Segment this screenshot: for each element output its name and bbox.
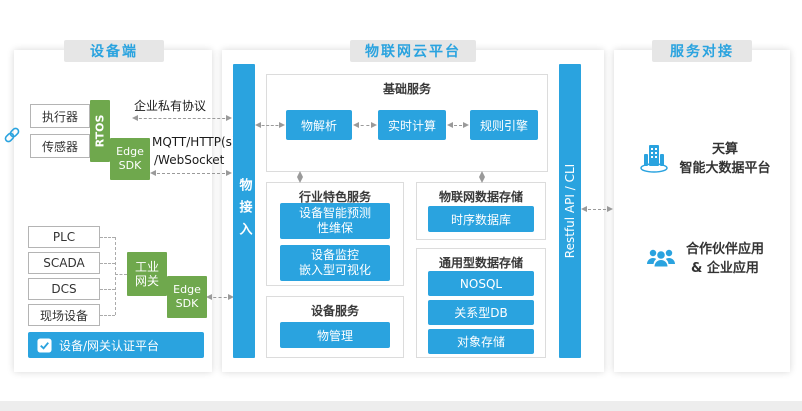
- label-line: 天算: [711, 142, 738, 157]
- auth-platform-label: 设备/网关认证平台: [59, 338, 160, 353]
- arrow-private-protocol: [132, 115, 232, 121]
- label-line: & 企业应用: [691, 261, 759, 276]
- label-line: 智能大数据平台: [679, 161, 771, 176]
- timeseries-db-box: 时序数据库: [428, 206, 534, 232]
- rtos-box: RTOS: [90, 100, 110, 162]
- connector-dcs: [100, 289, 115, 290]
- nosql-box: NOSQL: [428, 271, 534, 296]
- relational-db-box: 关系型DB: [428, 300, 534, 325]
- dcs-box: DCS: [28, 278, 100, 300]
- realtime-computing-box: 实时计算: [378, 110, 446, 140]
- device-services-title: 设备服务: [310, 304, 359, 318]
- device-panel-title: 设备端: [64, 40, 164, 62]
- thing-management-box: 物管理: [280, 322, 390, 348]
- arrow-basic-storage: [479, 171, 485, 183]
- general-storage-title: 通用型数据存储: [438, 256, 523, 270]
- edge-sdk-line1: Edge: [116, 145, 144, 158]
- arrow-gateway-to-access: [206, 294, 234, 300]
- connector-plc: [100, 237, 115, 238]
- arrow-basic-industry: [297, 171, 303, 183]
- thing-access-label: 物接入: [236, 178, 252, 244]
- basic-services-title: 基础服务: [382, 82, 431, 96]
- edge-sdk-top-box: Edge SDK: [110, 138, 150, 180]
- edge-sdk-line2: SDK: [118, 159, 142, 172]
- device-monitoring-box: 设备监控 嵌入型可视化: [280, 245, 390, 281]
- plc-box: PLC: [28, 226, 100, 248]
- partner-apps-icon: [644, 242, 678, 276]
- restful-api-bar: Restful API / CLI: [559, 64, 581, 358]
- connector-field-device: [100, 315, 115, 316]
- check-icon: [37, 337, 52, 353]
- label-line: 设备智能预测: [298, 206, 371, 220]
- gateway-line2: 网关: [134, 274, 159, 288]
- thing-access-bar: 物接入: [233, 64, 255, 358]
- link-icon: [3, 126, 21, 148]
- service-panel-title: 服务对接: [652, 40, 752, 62]
- arrow-mqtt-websocket: [150, 170, 232, 176]
- partner-apps-item: 合作伙伴应用 & 企业应用: [628, 240, 780, 278]
- connector-scada: [100, 263, 115, 264]
- label-line: 嵌入型可视化: [298, 263, 371, 277]
- sensor-box: 传感器: [30, 134, 90, 158]
- thing-parsing-box: 物解析: [286, 110, 352, 140]
- auth-platform-bar: 设备/网关认证平台: [28, 332, 204, 358]
- arrow-api-services: [581, 206, 613, 212]
- label-line: 设备监控: [310, 248, 359, 262]
- gateway-line1: 工业: [134, 260, 159, 274]
- bigdata-platform-label: 天算 智能大数据平台: [679, 140, 770, 178]
- connector-bus: [115, 237, 116, 315]
- rtos-label: RTOS: [93, 114, 107, 148]
- bigdata-platform-item: 天算 智能大数据平台: [628, 140, 780, 178]
- mqtt-label: MQTT/HTTP(s): [152, 135, 237, 149]
- page-footer-strip: [0, 401, 802, 411]
- arrow-compute-rule: [447, 122, 469, 128]
- label-line: 合作伙伴应用: [685, 242, 764, 257]
- actuator-box: 执行器: [30, 104, 90, 128]
- cloud-panel-title: 物联网云平台: [350, 40, 476, 62]
- private-protocol-label: 企业私有协议: [134, 99, 207, 113]
- arrow-access-basic: [255, 122, 285, 128]
- predictive-maintenance-box: 设备智能预测 性维保: [280, 203, 390, 239]
- edge-sdk-line2: SDK: [175, 297, 199, 310]
- bigdata-platform-icon: [637, 142, 671, 176]
- partner-apps-label: 合作伙伴应用 & 企业应用: [686, 240, 764, 278]
- restful-api-label: Restful API / CLI: [563, 163, 578, 259]
- scada-box: SCADA: [28, 252, 100, 274]
- arrow-parse-compute: [353, 122, 377, 128]
- label-line: 性维保: [316, 221, 353, 235]
- object-storage-box: 对象存储: [428, 329, 534, 354]
- websocket-label: /WebSocket: [154, 153, 225, 167]
- industry-services-title: 行业特色服务: [298, 190, 371, 204]
- service-panel: [614, 50, 790, 372]
- edge-sdk-bottom-box: Edge SDK: [167, 276, 207, 318]
- connector-to-gateway: [115, 274, 127, 275]
- rule-engine-box: 规则引擎: [470, 110, 538, 140]
- edge-sdk-line1: Edge: [173, 283, 201, 296]
- field-device-box: 现场设备: [28, 304, 100, 326]
- iot-storage-title: 物联网数据存储: [438, 190, 523, 204]
- industrial-gateway-box: 工业 网关: [127, 252, 167, 296]
